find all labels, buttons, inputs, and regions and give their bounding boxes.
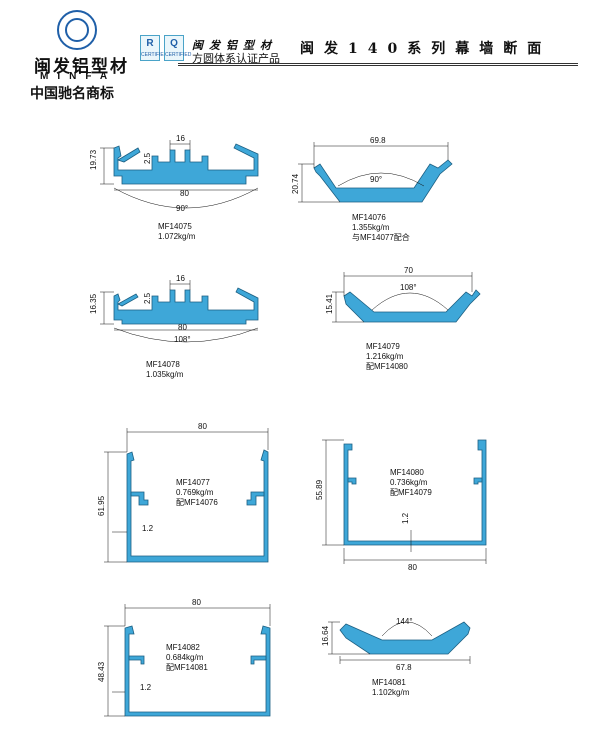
header-divider [178, 63, 578, 64]
dim-width-mf14079: 70 [404, 266, 413, 275]
dim-slot-mf14075: 16 [176, 134, 185, 143]
profile-note: 与MF14077配合 [352, 233, 410, 242]
profile-mf14075 [113, 143, 259, 185]
profile-note: 配MF14076 [176, 498, 218, 507]
dim-angle-mf14078: 108° [174, 335, 191, 344]
header-divider-2 [178, 65, 578, 66]
dim-height-mf14076: 20.74 [291, 173, 300, 194]
profile-weight: 1.216kg/m [366, 352, 404, 361]
cert-system-text: 方圆体系认证产品 [192, 53, 280, 65]
dim-height-mf14081: 16.64 [321, 625, 330, 646]
dim-angle-mf14076: 90° [370, 175, 382, 184]
caption-mf14078: MF14078 1.035kg/m [146, 360, 183, 380]
logo-english-name: MINFA [40, 71, 117, 82]
profile-mf14082 [124, 625, 271, 717]
dim-wall-mf14075: 2.5 [143, 152, 152, 164]
dim-angle-mf14079: 108° [400, 283, 417, 292]
profile-note: 配MF14081 [166, 663, 208, 672]
dim-wall-mf14077: 1.2 [142, 524, 154, 533]
dim-wall-mf14078: 2.5 [143, 292, 152, 304]
caption-mf14079: MF14079 1.216kg/m 配MF14080 [366, 342, 408, 372]
profile-code: MF14081 [372, 678, 406, 687]
profile-mf14081 [339, 621, 471, 655]
logo-trademark-text: 中国驰名商标 [30, 85, 114, 101]
caption-mf14077: MF14077 0.769kg/m 配MF14076 [176, 478, 218, 508]
caption-mf14081: MF14081 1.102kg/m [372, 678, 409, 698]
caption-mf14080: MF14080 0.736kg/m 配MF14079 [390, 468, 432, 498]
profile-weight: 1.355kg/m [352, 223, 390, 232]
profile-weight: 0.769kg/m [176, 488, 214, 497]
profile-code: MF14079 [366, 342, 400, 351]
dim-width-mf14076: 69.8 [370, 136, 386, 145]
minfa-emblem-icon [57, 10, 97, 50]
page-title: 闽发140系列幕墙断面 [300, 41, 552, 57]
profile-weight: 1.102kg/m [372, 688, 410, 697]
profile-mf14078 [113, 287, 259, 325]
profile-mf14077 [126, 449, 269, 563]
dim-height-mf14077: 61.95 [97, 495, 106, 516]
profile-weight: 0.684kg/m [166, 653, 204, 662]
brand-logo: 闽发铝型材 MINFA 中国驰名商标 [30, 8, 130, 101]
profile-code: MF14082 [166, 643, 200, 652]
dim-angle-mf14075: 90° [176, 204, 188, 213]
dim-height-mf14078: 16.35 [89, 293, 98, 314]
dim-width-mf14081: 67.8 [396, 663, 412, 672]
caption-mf14082: MF14082 0.684kg/m 配MF14081 [166, 643, 208, 673]
dim-wall-mf14080: 1.2 [401, 512, 410, 524]
dim-angle-mf14081: 144° [396, 617, 413, 626]
profile-mf14076 [313, 159, 453, 203]
profile-weight: 0.736kg/m [390, 478, 428, 487]
dim-width-mf14080: 80 [408, 563, 417, 572]
caption-mf14076: MF14076 1.355kg/m 与MF14077配合 [352, 213, 410, 243]
profile-code: MF14076 [352, 213, 386, 222]
profile-weight: 1.072kg/m [158, 232, 196, 241]
profile-code: MF14077 [176, 478, 210, 487]
profile-mf14080 [343, 439, 487, 546]
dim-height-mf14079: 15.41 [325, 293, 334, 314]
dim-slot-mf14078: 16 [176, 274, 185, 283]
profile-note: 配MF14080 [366, 362, 408, 371]
profile-code: MF14075 [158, 222, 192, 231]
cert-brand-text: 闽发铝型材 [192, 40, 277, 52]
dim-wall-mf14082: 1.2 [140, 683, 152, 692]
profile-code: MF14078 [146, 360, 180, 369]
dim-height-mf14075: 19.73 [89, 149, 98, 170]
caption-mf14075: MF14075 1.072kg/m [158, 222, 195, 242]
dim-width-mf14075: 80 [180, 189, 189, 198]
logo-chinese-name: 闽发铝型材 [34, 57, 129, 77]
dim-height-mf14080: 55.89 [315, 479, 324, 500]
dim-width-mf14078: 80 [178, 323, 187, 332]
profile-weight: 1.035kg/m [146, 370, 184, 379]
dim-height-mf14082: 48.43 [97, 661, 106, 682]
profile-code: MF14080 [390, 468, 424, 477]
profile-mf14079 [343, 289, 481, 323]
dim-width-mf14082: 80 [192, 598, 201, 607]
profile-note: 配MF14079 [390, 488, 432, 497]
dim-width-mf14077: 80 [198, 422, 207, 431]
